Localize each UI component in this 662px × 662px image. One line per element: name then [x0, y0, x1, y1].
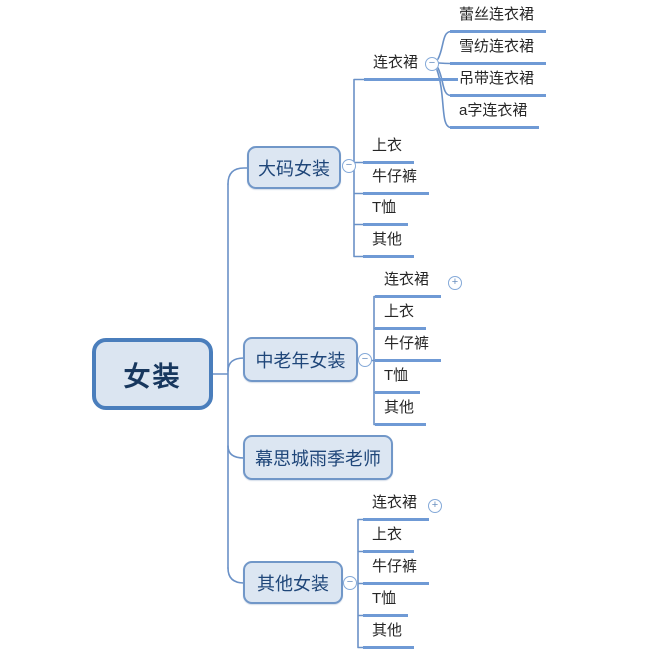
root-node[interactable]: 女装	[92, 338, 213, 410]
leaf-other[interactable]: 其他	[363, 230, 415, 258]
collapse-toggle-icon[interactable]: −	[425, 57, 439, 71]
leaf-dress[interactable]: 连衣裙	[364, 53, 459, 81]
leaf-jeans-label: 牛仔裤	[384, 335, 430, 352]
leaf-top-label: 上衣	[372, 137, 403, 154]
leaf-other-label: 其他	[372, 231, 403, 248]
leaf-dress[interactable]: 连衣裙	[375, 270, 442, 298]
connector-bracket-other	[357, 518, 365, 649]
leaf-chiffon-dress-label: 雪纺连衣裙	[459, 38, 535, 55]
connector-root-trunk	[212, 183, 229, 569]
leaf-dress-label: 连衣裙	[372, 494, 418, 511]
root-node-label: 女装	[123, 361, 182, 392]
leaf-other-label: 其他	[384, 399, 415, 416]
leaf-dress-label: 连衣裙	[384, 271, 430, 288]
collapse-toggle-icon[interactable]: −	[358, 353, 372, 367]
leaf-jeans[interactable]: 牛仔裤	[375, 334, 442, 362]
branch-plus-size[interactable]: 大码女装	[247, 146, 341, 189]
leaf-other[interactable]: 其他	[375, 398, 427, 426]
leaf-top-label: 上衣	[372, 526, 403, 543]
leaf-slip-dress[interactable]: 吊带连衣裙	[450, 69, 547, 97]
leaf-chiffon-dress[interactable]: 雪纺连衣裙	[450, 37, 547, 65]
leaf-tshirt[interactable]: T恤	[375, 366, 421, 394]
leaf-jeans-label: 牛仔裤	[372, 168, 418, 185]
leaf-top[interactable]: 上衣	[363, 136, 415, 164]
leaf-slip-dress-label: 吊带连衣裙	[459, 70, 535, 87]
leaf-dress-label: 连衣裙	[373, 54, 419, 71]
branch-middle-aged[interactable]: 中老年女装	[243, 337, 358, 382]
branch-plus-size-label: 大码女装	[258, 158, 330, 179]
leaf-tshirt[interactable]: T恤	[363, 589, 409, 617]
leaf-tshirt-label: T恤	[372, 199, 397, 216]
leaf-lace-dress-label: 蕾丝连衣裙	[459, 6, 535, 23]
expand-toggle-icon[interactable]: +	[428, 499, 442, 513]
leaf-jeans-label: 牛仔裤	[372, 558, 418, 575]
leaf-other[interactable]: 其他	[363, 621, 415, 649]
collapse-toggle-icon[interactable]: −	[342, 159, 356, 173]
leaf-dress[interactable]: 连衣裙	[363, 493, 430, 521]
connector-branch-plus-size	[227, 167, 248, 185]
branch-musicheng[interactable]: 幕思城雨季老师	[243, 435, 393, 480]
leaf-tshirt-label: T恤	[372, 590, 397, 607]
connector-fan-dresses	[436, 30, 452, 129]
leaf-jeans[interactable]: 牛仔裤	[363, 557, 430, 585]
leaf-top[interactable]: 上衣	[363, 525, 415, 553]
leaf-aline-dress[interactable]: a字连衣裙	[450, 101, 540, 129]
leaf-tshirt[interactable]: T恤	[363, 198, 409, 226]
leaf-top-label: 上衣	[384, 303, 415, 320]
leaf-tshirt-label: T恤	[384, 367, 409, 384]
branch-other-label: 其他女装	[257, 573, 329, 594]
expand-toggle-icon[interactable]: +	[448, 276, 462, 290]
leaf-top[interactable]: 上衣	[375, 302, 427, 330]
leaf-other-label: 其他	[372, 622, 403, 639]
branch-other[interactable]: 其他女装	[243, 561, 343, 604]
leaf-aline-dress-label: a字连衣裙	[459, 102, 528, 119]
branch-middle-aged-label: 中老年女装	[255, 350, 346, 371]
collapse-toggle-icon[interactable]: −	[343, 576, 357, 590]
branch-musicheng-label: 幕思城雨季老师	[255, 448, 381, 469]
leaf-jeans[interactable]: 牛仔裤	[363, 167, 430, 195]
leaf-lace-dress[interactable]: 蕾丝连衣裙	[450, 5, 547, 33]
